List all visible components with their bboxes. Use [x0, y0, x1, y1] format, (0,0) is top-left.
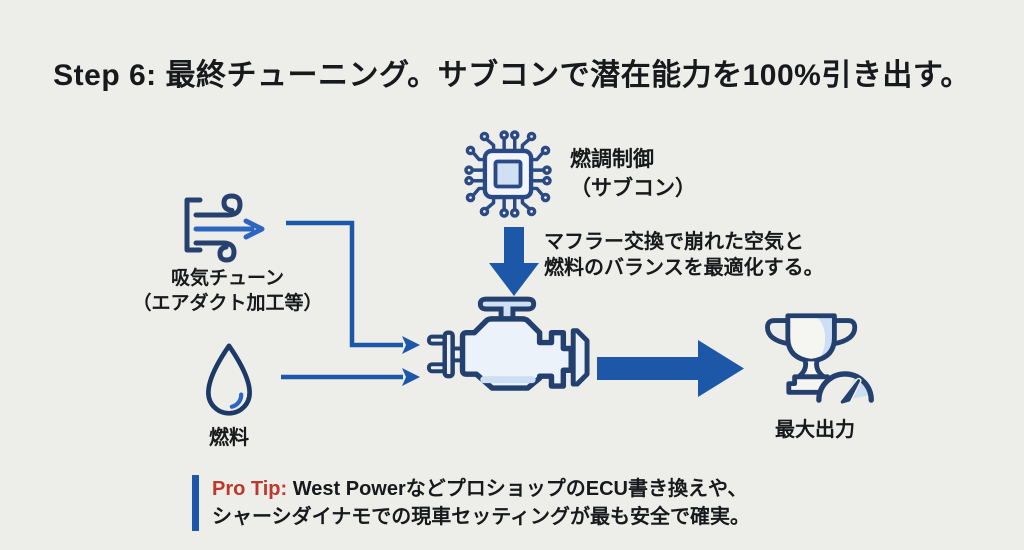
- subcon-note-line2: 燃料のバランスを最適化する。: [544, 257, 824, 279]
- engine-icon: [423, 291, 591, 408]
- protip-block: Pro Tip: West PowerなどプロショップのECU書き換えや、 シャ…: [192, 475, 750, 531]
- protip-prefix: Pro Tip:: [212, 478, 288, 500]
- water-drop-icon: [199, 341, 259, 420]
- subcon-label-line2: （サブコン）: [570, 177, 696, 200]
- protip-line1: Pro Tip: West PowerなどプロショップのECU書き換えや、: [212, 475, 750, 503]
- subcon-label-line1: 燃調制御: [570, 148, 654, 171]
- protip-text: Pro Tip: West PowerなどプロショップのECU書き換えや、 シャ…: [212, 475, 750, 531]
- intake-label: 吸気チューン （エアダクト加工等）: [105, 266, 350, 316]
- fuel-label: 燃料: [209, 427, 249, 449]
- trophy-gauge-icon: [751, 306, 879, 405]
- protip-line1-rest: West PowerなどプロショップのECU書き換えや、: [287, 478, 748, 500]
- microchip-icon: [458, 124, 558, 224]
- output-label: 最大出力: [775, 419, 855, 441]
- protip-accent-bar: [192, 475, 199, 531]
- subcon-label: 燃調制御 （サブコン）: [570, 145, 696, 203]
- page-title: Step 6: 最終チューニング。サブコンで潜在能力を100%引き出す。: [53, 59, 971, 92]
- flow-arrow-down-icon: [489, 227, 539, 296]
- protip-line2: シャーシダイナモでの現車セッティングが最も安全で確実。: [212, 506, 750, 528]
- flow-arrow-right-icon: [597, 340, 744, 397]
- intake-label-line2: （エアダクト加工等）: [132, 293, 323, 314]
- intake-label-line1: 吸気チューン: [170, 268, 285, 289]
- airflow-icon: [176, 190, 280, 268]
- subcon-note: マフラー交換で崩れた空気と 燃料のバランスを最適化する。: [544, 229, 824, 281]
- subcon-note-line1: マフラー交換で崩れた空気と: [544, 231, 804, 253]
